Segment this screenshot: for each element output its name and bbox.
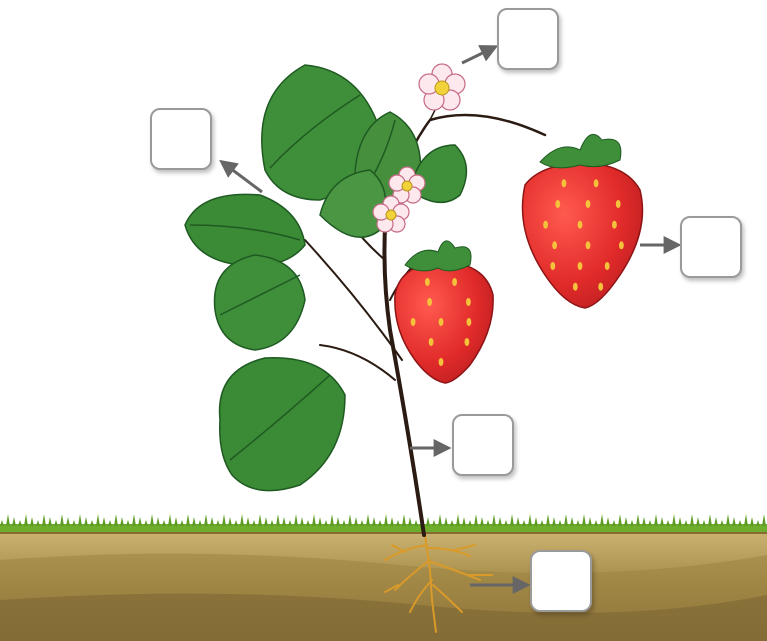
small-seed: [429, 338, 434, 346]
label-box-flower[interactable]: [497, 8, 559, 70]
flower-top: [419, 64, 465, 110]
small-seed: [439, 318, 444, 326]
small-seed: [467, 318, 472, 326]
grass-strip: [0, 514, 767, 532]
label-box-leaf[interactable]: [150, 108, 212, 170]
large-seed: [573, 283, 578, 291]
small-seed: [452, 278, 457, 286]
large-seed: [578, 221, 583, 229]
large-seed: [619, 241, 624, 249]
small-seed: [427, 298, 432, 306]
large-seed: [586, 200, 591, 208]
large-seed: [594, 179, 599, 187]
large-seed: [612, 221, 617, 229]
large-seed: [616, 200, 621, 208]
large-seed: [552, 241, 557, 249]
soil: [0, 528, 767, 641]
large-seed: [578, 262, 583, 270]
large-seed: [605, 262, 610, 270]
large-seed: [555, 200, 560, 208]
label-box-root[interactable]: [530, 550, 592, 612]
small-seed: [439, 358, 444, 366]
small-seed: [411, 318, 416, 326]
large-seed: [598, 283, 603, 291]
large-seed: [586, 241, 591, 249]
strawberry-large: [523, 134, 643, 308]
strawberry-small: [395, 241, 493, 383]
small-seed: [425, 278, 430, 286]
large-seed: [550, 262, 555, 270]
label-box-fruit[interactable]: [680, 216, 742, 278]
large-seed: [543, 221, 548, 229]
large-seed: [562, 179, 567, 187]
label-box-stem[interactable]: [452, 414, 514, 476]
small-seed: [465, 338, 470, 346]
arrow-leaf: [222, 162, 262, 192]
arrow-flower: [462, 47, 495, 63]
small-seed: [466, 298, 471, 306]
